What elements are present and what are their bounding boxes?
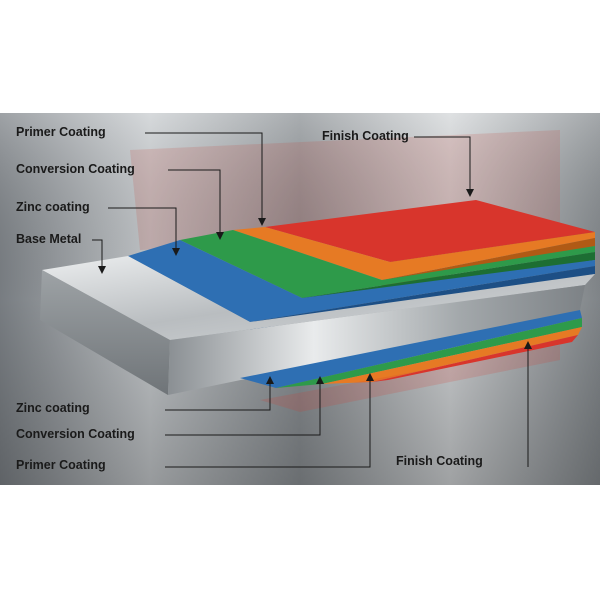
leader-finish-top xyxy=(414,136,471,193)
arrow-conversion-top xyxy=(216,232,224,240)
label-conversion-coating-top: Conversion Coating xyxy=(16,162,135,176)
leader-zinc-top xyxy=(108,207,177,252)
label-primer-coating-top: Primer Coating xyxy=(16,125,106,139)
arrow-finish-top xyxy=(466,189,474,197)
arrow-zinc-bottom xyxy=(266,376,274,384)
conversion-layer-bottom xyxy=(276,318,582,388)
arrow-primer-bottom xyxy=(366,373,374,381)
base-metal-top xyxy=(42,256,595,340)
leader-base-top xyxy=(92,239,103,270)
base-metal-front xyxy=(40,270,170,395)
zinc-layer-top xyxy=(128,240,595,322)
primer-layer-bottom xyxy=(322,327,582,384)
label-finish-coating-bottom: Finish Coating xyxy=(396,454,483,468)
label-base-metal: Base Metal xyxy=(16,232,82,246)
primer-layer-top xyxy=(233,227,595,280)
leader-arrowheads xyxy=(98,189,532,384)
leader-conversion-bottom xyxy=(165,380,321,436)
label-primer-coating-bottom: Primer Coating xyxy=(16,458,106,472)
arrow-finish-bottom xyxy=(524,341,532,349)
zinc-layer-bottom xyxy=(240,310,582,388)
arrow-conversion-bottom xyxy=(316,376,324,384)
leader-zinc-bottom xyxy=(165,380,271,411)
layer-reflection xyxy=(260,345,560,412)
arrow-zinc-top xyxy=(172,248,180,256)
leader-lines xyxy=(92,132,529,468)
label-zinc-coating-top: Zinc coating xyxy=(16,200,90,214)
conversion-layer-top xyxy=(180,230,595,298)
base-metal-side xyxy=(168,285,585,395)
label-conversion-coating-bottom: Conversion Coating xyxy=(16,427,135,441)
label-finish-coating-top: Finish Coating xyxy=(322,129,409,143)
label-zinc-coating-bottom: Zinc coating xyxy=(16,401,90,415)
leader-primer-bottom xyxy=(165,377,371,468)
arrow-primer-top xyxy=(258,218,266,226)
finish-layer-top xyxy=(265,200,595,262)
leader-primer-top xyxy=(145,132,263,222)
leader-conversion-top xyxy=(168,169,221,236)
arrow-base-top xyxy=(98,266,106,274)
